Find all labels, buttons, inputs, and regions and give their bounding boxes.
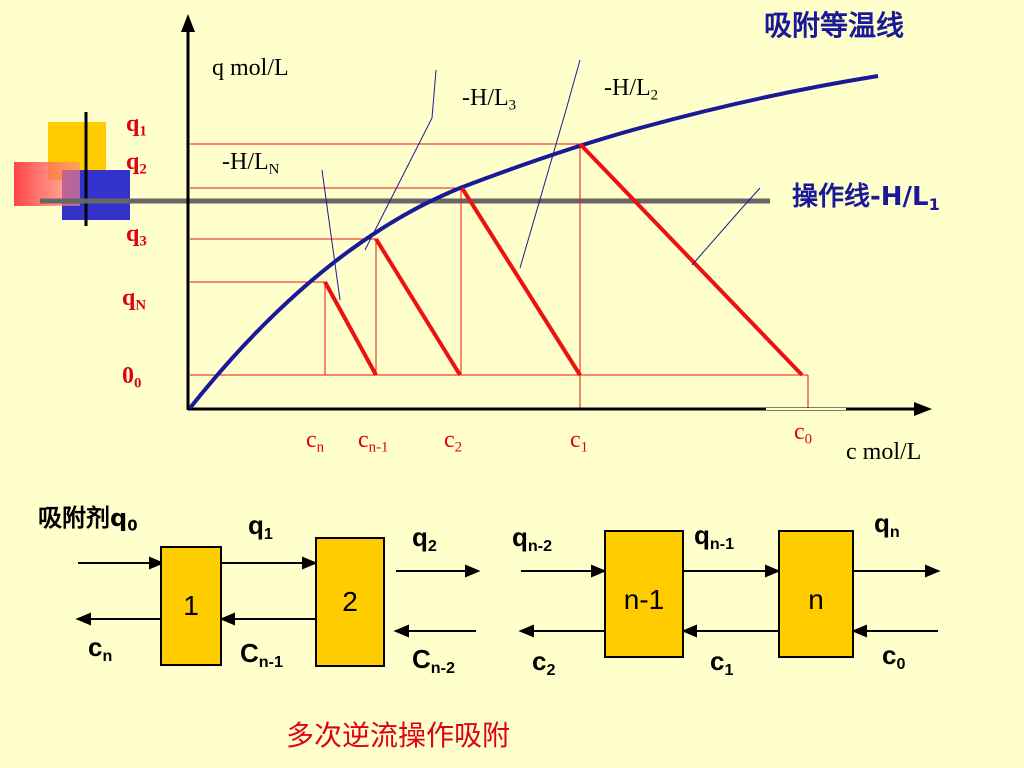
y-tick-q2: q2 xyxy=(126,149,147,178)
leader-ln xyxy=(321,169,341,301)
leader-l3 xyxy=(364,69,437,251)
x-tick-c1: c1 xyxy=(570,427,589,456)
flow-arrows xyxy=(75,556,941,638)
x-tick-c2: c2 xyxy=(444,427,463,456)
stage-box-n-1: n-1 xyxy=(604,530,684,658)
arrow-Cn1-head xyxy=(219,612,235,626)
caption: 多次逆流操作吸附 xyxy=(286,719,511,752)
y-axis-label: q mol/L xyxy=(212,55,289,81)
arrow-qn2-head xyxy=(591,564,607,578)
vertical-guides xyxy=(324,144,809,410)
horizontal-guides xyxy=(190,143,808,376)
arrow-qn1-head xyxy=(765,564,781,578)
stream-cn: cn xyxy=(88,632,113,665)
y-axis-arrow xyxy=(181,14,195,32)
arrow-in-q0-head xyxy=(149,556,165,570)
stream-qn2: qn-2 xyxy=(512,522,553,555)
x-axis-label: c mol/L xyxy=(846,439,922,465)
stage-box-2: 2 xyxy=(315,537,385,667)
stream-Cn1: Cn-1 xyxy=(240,638,283,671)
x-axis-arrow xyxy=(914,402,932,416)
arrow-c2-head xyxy=(518,624,534,638)
y-tick-qN: qN xyxy=(122,285,147,314)
slope-label-l2: -H/L2 xyxy=(604,75,659,104)
stream-qn: qn xyxy=(874,508,900,541)
stream-q1: q1 xyxy=(248,510,273,543)
x-tick-c0: c0 xyxy=(794,419,813,448)
y-tick-q3: q3 xyxy=(126,221,147,250)
arrow-q2-head xyxy=(465,564,481,578)
arrow-q1-head xyxy=(302,556,318,570)
y-tick-q0: 00 xyxy=(122,363,142,392)
y-tick-q1: q1 xyxy=(126,111,147,140)
slope-label-ln: -H/LN xyxy=(222,149,280,178)
stream-c2: c2 xyxy=(532,646,556,679)
operating-lines xyxy=(323,142,804,377)
stream-c0: c0 xyxy=(882,640,906,673)
arrow-Cn2-head xyxy=(393,624,409,638)
stage-box-n: n xyxy=(778,530,854,658)
arrow-c0-head xyxy=(851,624,867,638)
corner-decoration xyxy=(14,112,130,226)
stream-Cn2: Cn-2 xyxy=(412,644,455,677)
stream-qn1: qn-1 xyxy=(694,520,735,553)
operating-line-n xyxy=(323,281,378,376)
adsorbent-label: 吸附剂q0 xyxy=(38,504,138,535)
operating-line-3 xyxy=(374,237,462,377)
stream-q2: q2 xyxy=(412,522,437,555)
operating-line-1 xyxy=(578,142,804,377)
leader-lines xyxy=(321,59,761,301)
axes xyxy=(181,14,932,416)
arrow-qn-head xyxy=(925,564,941,578)
stage-box-1: 1 xyxy=(160,546,222,666)
stream-c1: c1 xyxy=(710,646,734,679)
leader-l2 xyxy=(519,59,581,269)
operating-line-label: 操作线-H/L1 xyxy=(792,182,940,214)
slope-label-l3: -H/L3 xyxy=(462,85,517,114)
x-tick-cn1: cn-1 xyxy=(358,427,389,456)
isotherm-title: 吸附等温线 xyxy=(764,9,905,42)
x-tick-cn: cn xyxy=(306,427,325,456)
operating-line-2 xyxy=(460,186,582,377)
arrow-c1-head xyxy=(681,624,697,638)
arrow-out-cn-head xyxy=(75,612,91,626)
isotherm-curve xyxy=(188,74,879,410)
leader-l1 xyxy=(691,187,761,266)
